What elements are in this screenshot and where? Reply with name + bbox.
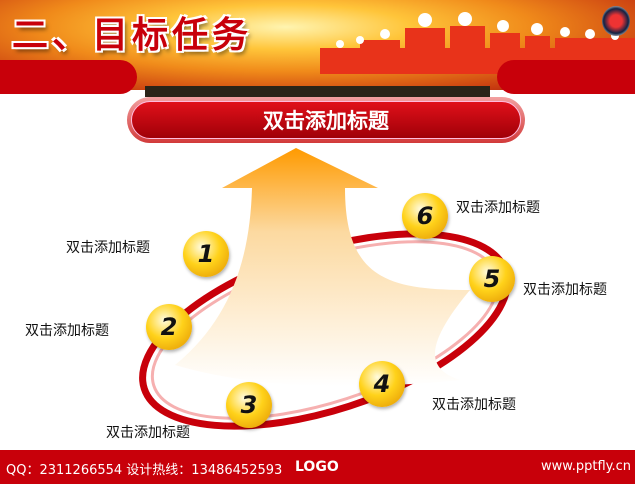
step-number-ball: 5	[469, 256, 515, 302]
step-number-ball: 1	[183, 231, 229, 277]
footer-logo: LOGO	[295, 459, 339, 475]
step-number-ball: 3	[226, 382, 272, 428]
step-label[interactable]: 双击添加标题	[66, 240, 150, 256]
footer-website[interactable]: www.pptfly.cn	[541, 459, 631, 474]
step-number-ball: 4	[359, 361, 405, 407]
header-divider	[145, 86, 490, 97]
footer-contact: QQ：2311266554 设计热线：13486452593	[6, 463, 283, 478]
step-label[interactable]: 双击添加标题	[456, 200, 540, 216]
up-arrow	[175, 148, 470, 387]
step-label[interactable]: 双击添加标题	[432, 397, 516, 413]
title-button[interactable]: 双击添加标题	[127, 97, 525, 143]
title-button-label: 双击添加标题	[131, 101, 521, 139]
step-label[interactable]: 双击添加标题	[25, 323, 109, 339]
fire-emblem-logo	[602, 6, 630, 36]
header-bar-left	[0, 60, 137, 94]
footer-bar: QQ：2311266554 设计热线：13486452593 LOGO www.…	[0, 450, 635, 484]
header-bar-right	[497, 60, 635, 94]
slide-title: 二、目标任务	[12, 15, 253, 56]
step-label[interactable]: 双击添加标题	[106, 425, 190, 441]
step-number-ball: 2	[146, 304, 192, 350]
step-label[interactable]: 双击添加标题	[523, 282, 607, 298]
step-number-ball: 6	[402, 193, 448, 239]
